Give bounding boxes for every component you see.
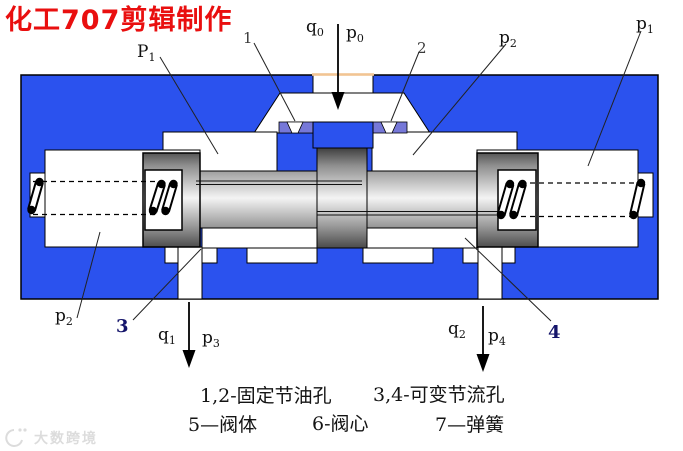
label-p0: p0 bbox=[346, 23, 364, 45]
right-anchor-spring-coil bbox=[629, 178, 646, 220]
fixed-orifice-1-throat bbox=[286, 121, 304, 134]
watermark: 大数跨境 bbox=[5, 428, 98, 447]
fixed-orifice-2-throat bbox=[380, 121, 398, 134]
spring-axis-centerlines bbox=[33, 180, 641, 218]
left-anchor-spring-coil bbox=[27, 177, 44, 215]
leader-p1-top-left bbox=[159, 56, 219, 155]
leader-p2-top bbox=[412, 43, 507, 156]
legend-valve-body: 5—阀体 bbox=[188, 414, 257, 436]
left-spring-coils bbox=[148, 179, 178, 216]
spool-center-land bbox=[316, 147, 368, 249]
label-p1-top-right: p1 bbox=[636, 14, 654, 36]
watermark-logo-icon bbox=[5, 428, 27, 447]
legend-spool: 6-阀心 bbox=[312, 413, 369, 435]
leader-lines bbox=[76, 30, 642, 322]
springs bbox=[27, 177, 646, 220]
spool bbox=[142, 147, 539, 249]
label-orifice-1: 1 bbox=[243, 29, 253, 47]
leader-orifice-1 bbox=[253, 42, 296, 122]
left-spring-seat bbox=[144, 169, 183, 231]
lower-left-pocket-c bbox=[164, 246, 179, 264]
inlet-seat-line bbox=[312, 73, 374, 76]
lower-left-gallery bbox=[201, 227, 318, 249]
label-p3: p3 bbox=[202, 328, 220, 350]
outlet2-flow-arrow bbox=[476, 306, 490, 372]
outlet1-flow-arrow bbox=[182, 302, 196, 368]
spool-internal-passages bbox=[196, 180, 498, 216]
legend-fixed-orifices: 1,2-固定节油孔 bbox=[200, 385, 332, 407]
lower-right-pocket-a bbox=[362, 247, 434, 264]
label-orifice-2: 2 bbox=[417, 39, 427, 57]
label-q1: q1 bbox=[158, 325, 176, 347]
watermark-text: 大数跨境 bbox=[34, 430, 98, 447]
lower-right-gallery bbox=[362, 227, 479, 249]
label-p2-bottom-left: p2 bbox=[55, 306, 73, 328]
leader-orifice-3 bbox=[132, 248, 202, 321]
lower-left-pocket-b bbox=[246, 247, 318, 264]
outlet-channel-1 bbox=[177, 246, 203, 300]
flow-arrows bbox=[182, 24, 490, 372]
leader-p1-top-right bbox=[587, 30, 642, 167]
lower-right-pocket-b bbox=[462, 247, 479, 264]
lower-left-pocket-a bbox=[201, 247, 218, 264]
lower-right-pocket-c bbox=[501, 246, 516, 264]
right-spring-coils bbox=[496, 179, 527, 220]
leader-p2-bottom-left bbox=[76, 231, 101, 319]
label-orifice-4: 4 bbox=[548, 322, 561, 343]
inlet-flow-arrow bbox=[331, 24, 345, 110]
p1-annular-chamber bbox=[162, 131, 278, 173]
leader-orifice-4 bbox=[464, 237, 552, 322]
inlet-center-plug bbox=[312, 121, 374, 149]
legend-spring: 7—弹簧 bbox=[435, 414, 504, 436]
label-q0: q0 bbox=[306, 17, 324, 39]
legend-variable-orifices: 3,4-可变节流孔 bbox=[373, 384, 505, 406]
label-p2-top: p2 bbox=[499, 28, 517, 50]
label-q2: q2 bbox=[448, 319, 466, 341]
label-p1-top-left: P1 bbox=[137, 42, 155, 64]
label-p4: p4 bbox=[488, 326, 506, 348]
leader-orifice-2 bbox=[390, 51, 420, 122]
inlet-opening bbox=[312, 74, 374, 94]
page-title: 化工707剪辑制作 bbox=[5, 4, 232, 36]
outlet-channel-2 bbox=[477, 246, 503, 300]
label-orifice-3: 3 bbox=[116, 316, 129, 337]
